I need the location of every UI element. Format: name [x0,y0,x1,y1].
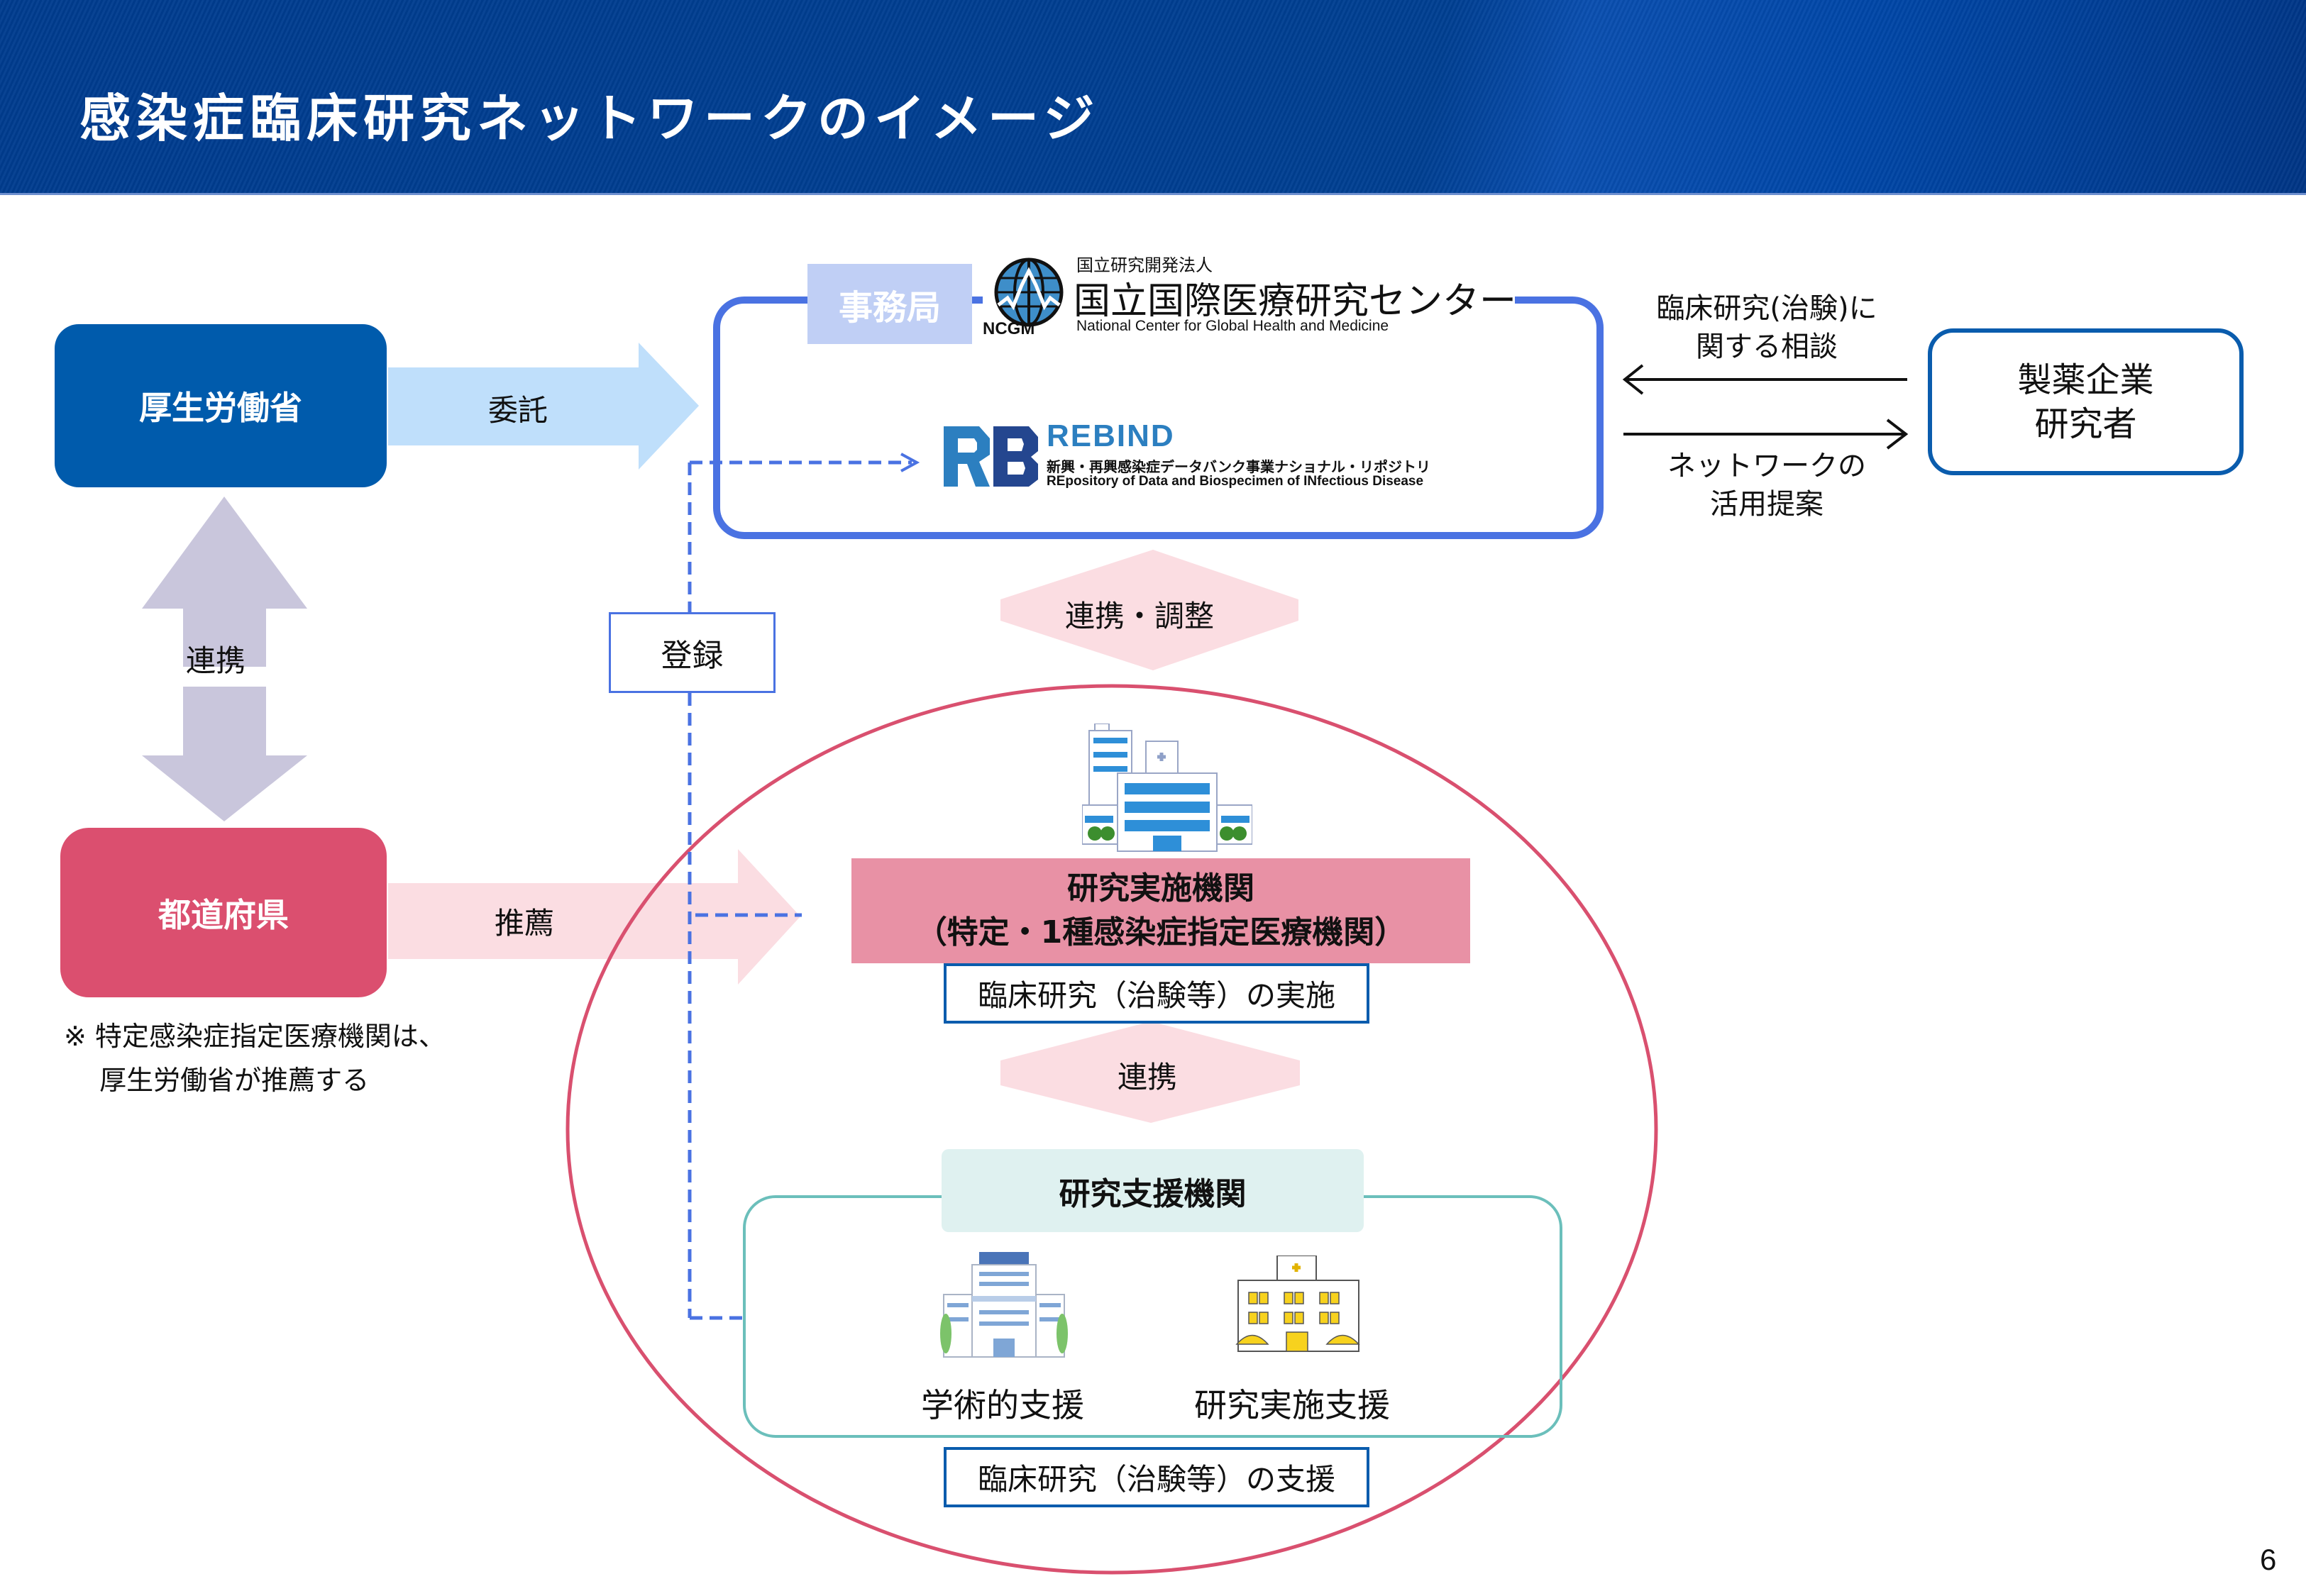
proposal-label: ネットワークの 活用提案 [1625,447,1909,523]
support-institution-label-box: 研究支援機関 [942,1149,1364,1232]
prefecture-label: 都道府県 [158,895,289,934]
mhlw-box: 厚生労働省 [55,324,387,487]
university-hospital-icon [940,1252,1068,1358]
header-banner [0,0,2306,195]
ncgm-logo: NCGM 国立研究開発法人 国立国際医療研究センター National Cent… [983,248,1517,340]
hospital-building-icon [1082,724,1252,852]
register-box: 登録 [609,612,776,693]
globe-icon [994,257,1064,327]
ncgm-corp-type: 国立研究開発法人 [1076,255,1213,275]
rebind-name-en: REpository of Data and Biospecimen of IN… [1047,474,1424,489]
ncgm-name-ja: 国立国際医療研究センター [1074,280,1517,323]
implementing-institution-label: 研究実施機関 [1067,870,1254,907]
register-label: 登録 [661,638,724,674]
support-role-label: 臨床研究（治験等）の支援 [977,1462,1335,1497]
mhlw-label: 厚生労働省 [139,389,302,427]
proposal-label-line-2: 活用提案 [1710,488,1824,521]
implementation-support-label: 研究実施支援 [1194,1386,1390,1424]
rebind-abbr: REBIND [1047,419,1175,453]
proposal-label-line-1: ネットワークの [1667,450,1866,482]
page-number: 6 [2260,1543,2277,1576]
cooperation-label: 連携 [186,643,246,678]
pharma-label: 製薬企業 [2017,360,2154,400]
support-building-icon [1235,1256,1360,1352]
commission-arrow [388,343,699,470]
page-title: 感染症臨床研究ネットワークのイメージ [79,89,1100,148]
inner-cooperation-label: 連携 [1103,1053,1192,1097]
ncgm-abbr: NCGM [983,319,1035,338]
pharma-researcher-box: 製薬企業 研究者 [1928,328,2244,475]
consult-label-line-1: 臨床研究(治験)に [1656,292,1877,325]
footnote-line-2: 厚生労働省が推薦する [64,1065,370,1096]
network-ellipse [566,684,1658,1575]
consult-label-line-2: 関する相談 [1696,331,1838,363]
rebind-rb-icon [944,426,1038,487]
footnote: ※ 特定感染症指定医療機関は、 厚生労働省が推薦する [64,1014,446,1102]
rebind-name-ja: 新興・再興感染症データバンク事業ナショナル・リポジトリ [1047,458,1430,475]
commission-label: 委託 [488,393,548,428]
support-role-box: 臨床研究（治験等）の支援 [944,1447,1369,1507]
ncgm-name-en: National Center for Global Health and Me… [1076,318,1389,334]
secretariat-label-text: 事務局 [838,287,941,328]
coordination-label: 連携・調整 [1061,592,1219,636]
recommend-arrow [388,849,800,985]
cooperation-arrow-down [142,687,307,821]
secretariat-label: 事務局 [807,264,972,344]
implementing-role-label: 臨床研究（治験等）の実施 [977,978,1335,1013]
rebind-arrowhead [900,453,920,472]
researcher-label: 研究者 [2034,404,2137,444]
implementing-role-box: 臨床研究（治験等）の実施 [944,963,1369,1024]
recommend-label: 推薦 [495,906,555,941]
prefecture-box: 都道府県 [60,828,387,997]
support-institution-label: 研究支援機関 [1059,1175,1247,1212]
cooperation-arrow-up [142,497,307,667]
consult-label: 臨床研究(治験)に 関する相談 [1625,289,1909,366]
academic-support-label: 学術的支援 [921,1386,1084,1424]
footnote-line-1: ※ 特定感染症指定医療機関は、 [64,1021,446,1052]
implementing-institution-designation: （特定・1種感染症指定医療機関） [915,914,1406,951]
rebind-logo: REBIND 新興・再興感染症データバンク事業ナショナル・リポジトリ REpos… [937,419,1430,497]
implementing-institution-box: 研究実施機関 （特定・1種感染症指定医療機関） [851,858,1470,963]
